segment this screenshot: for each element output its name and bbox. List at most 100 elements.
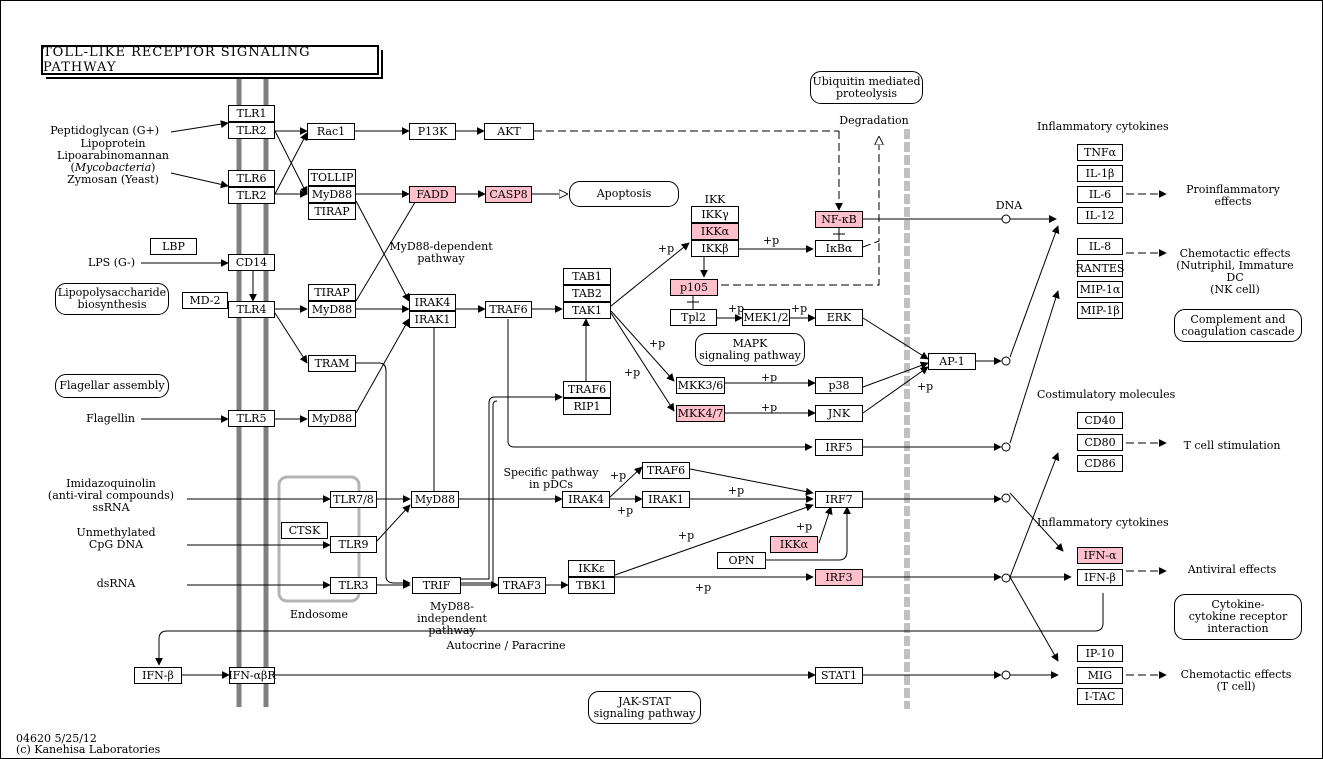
node-p105[interactable]: p105 bbox=[670, 279, 718, 296]
node-tbk1[interactable]: TBK1 bbox=[568, 577, 615, 594]
map-ubiquitin-proteolysis[interactable]: Ubiquitin mediated proteolysis bbox=[810, 71, 923, 104]
node-tnfa[interactable]: TNFα bbox=[1077, 144, 1123, 161]
node-irak1[interactable]: IRAK1 bbox=[409, 311, 456, 328]
node-mig[interactable]: MIG bbox=[1077, 667, 1123, 684]
map-lps-biosynthesis[interactable]: Lipopolysaccharide biosynthesis bbox=[55, 283, 169, 315]
node-tlr5[interactable]: TLR5 bbox=[228, 410, 275, 427]
node-il12[interactable]: IL-12 bbox=[1077, 207, 1123, 224]
node-jnk[interactable]: JNK bbox=[815, 405, 863, 422]
node-erk[interactable]: ERK bbox=[815, 309, 863, 326]
node-traf6[interactable]: TRAF6 bbox=[642, 462, 690, 479]
node-lbp[interactable]: LBP bbox=[150, 238, 197, 255]
node-ap1[interactable]: AP-1 bbox=[928, 353, 976, 370]
label-chemotactic-1: Chemotactic effects (Nutriphil, Immature… bbox=[1176, 247, 1294, 296]
node-il8[interactable]: IL-8 bbox=[1077, 238, 1123, 255]
label-inflammatory-cytokines: Inflammatory cytokines bbox=[1037, 120, 1169, 133]
node-myd88[interactable]: MyD88 bbox=[308, 186, 356, 203]
node-tram[interactable]: TRAM bbox=[308, 355, 356, 372]
node-fadd[interactable]: FADD bbox=[409, 186, 456, 203]
node-myd88[interactable]: MyD88 bbox=[308, 301, 356, 318]
node-cd86[interactable]: CD86 bbox=[1077, 455, 1123, 472]
node-akt[interactable]: AKT bbox=[484, 123, 534, 140]
node-rantes[interactable]: RANTES bbox=[1075, 260, 1125, 277]
node-cd40[interactable]: CD40 bbox=[1077, 412, 1123, 429]
node-mek12[interactable]: MEK1/2 bbox=[742, 309, 790, 326]
label-plus-p: +p bbox=[677, 529, 695, 542]
node-ikke[interactable]: IKKε bbox=[568, 560, 615, 577]
node-tollip[interactable]: TOLLIP bbox=[308, 169, 356, 186]
node-tlr4[interactable]: TLR4 bbox=[228, 301, 275, 318]
node-rac1[interactable]: Rac1 bbox=[307, 123, 355, 140]
label-flagellin: Flagellin bbox=[86, 412, 135, 425]
node-ikka[interactable]: IKKα bbox=[691, 223, 739, 240]
node-il1b[interactable]: IL-1β bbox=[1077, 165, 1123, 182]
map-complement-coagulation[interactable]: Complement and coagulation cascade bbox=[1174, 309, 1302, 342]
label-zymosan: Zymosan (Yeast) bbox=[67, 173, 159, 186]
node-ifnabr[interactable]: IFN-αβR bbox=[228, 667, 276, 684]
node-ikkg[interactable]: IKKγ bbox=[691, 206, 739, 223]
node-ikba[interactable]: IκBα bbox=[815, 240, 863, 257]
node-p38[interactable]: p38 bbox=[815, 377, 863, 394]
node-tirap[interactable]: TIRAP bbox=[308, 284, 356, 301]
node-tlr2[interactable]: TLR2 bbox=[228, 187, 275, 204]
node-tirap[interactable]: TIRAP bbox=[308, 203, 356, 220]
node-nfkb[interactable]: NF-κB bbox=[815, 211, 863, 228]
label-ikk: IKK bbox=[704, 193, 726, 206]
node-tlr1[interactable]: TLR1 bbox=[228, 105, 275, 122]
node-tab1[interactable]: TAB1 bbox=[563, 268, 611, 285]
node-ip10[interactable]: IP-10 bbox=[1077, 645, 1123, 662]
node-ikka[interactable]: IKKα bbox=[770, 536, 818, 553]
node-tpl2[interactable]: Tpl2 bbox=[670, 309, 717, 326]
node-mip1a[interactable]: MIP-1α bbox=[1077, 281, 1123, 298]
node-il6[interactable]: IL-6 bbox=[1077, 186, 1123, 203]
node-tak1[interactable]: TAK1 bbox=[563, 302, 611, 319]
label-plus-p: +p bbox=[795, 520, 813, 533]
node-irf3[interactable]: IRF3 bbox=[815, 569, 863, 586]
node-myd88[interactable]: MyD88 bbox=[308, 410, 356, 427]
node-itac[interactable]: I-TAC bbox=[1077, 688, 1123, 705]
node-mkk36[interactable]: MKK3/6 bbox=[676, 377, 725, 394]
node-tlr9[interactable]: TLR9 bbox=[330, 536, 377, 553]
node-irak4[interactable]: IRAK4 bbox=[409, 294, 456, 311]
label-myd88-dependent: MyD88-dependent pathway bbox=[389, 240, 493, 265]
node-mkk47[interactable]: MKK4/7 bbox=[676, 405, 725, 422]
node-traf6[interactable]: TRAF6 bbox=[563, 381, 611, 398]
node-irak4[interactable]: IRAK4 bbox=[562, 491, 610, 508]
node-cd80[interactable]: CD80 bbox=[1077, 434, 1123, 451]
node-tlr3[interactable]: TLR3 bbox=[330, 577, 377, 594]
node-stat1[interactable]: STAT1 bbox=[815, 667, 863, 684]
node-tlr78[interactable]: TLR7/8 bbox=[330, 491, 377, 508]
node-rip1[interactable]: RIP1 bbox=[563, 398, 611, 415]
node-mip1b[interactable]: MIP-1β bbox=[1077, 302, 1123, 319]
node-tab2[interactable]: TAB2 bbox=[563, 285, 611, 302]
label-costimulatory: Costimulatory molecules bbox=[1037, 388, 1176, 401]
node-trif[interactable]: TRIF bbox=[412, 577, 461, 594]
node-ifnb[interactable]: IFN-β bbox=[1077, 569, 1123, 586]
node-cd14[interactable]: CD14 bbox=[228, 254, 275, 271]
node-tlr6[interactable]: TLR6 bbox=[228, 170, 275, 187]
node-irf7[interactable]: IRF7 bbox=[815, 491, 863, 508]
node-myd88[interactable]: MyD88 bbox=[411, 491, 459, 508]
map-cytokine-receptor[interactable]: Cytokine- cytokine receptor interaction bbox=[1174, 594, 1302, 640]
label-chemotactic-2: Chemotactic effects (T cell) bbox=[1180, 668, 1292, 693]
node-opn[interactable]: OPN bbox=[717, 552, 766, 569]
node-tlr2[interactable]: TLR2 bbox=[228, 122, 275, 139]
node-p13k[interactable]: P13K bbox=[409, 123, 456, 140]
map-apoptosis[interactable]: Apoptosis bbox=[569, 181, 679, 207]
map-mapk-signaling[interactable]: MAPK signaling pathway bbox=[695, 333, 805, 366]
map-flagellar-assembly[interactable]: Flagellar assembly bbox=[55, 374, 169, 398]
node-md2[interactable]: MD-2 bbox=[182, 292, 228, 309]
node-ifnb[interactable]: IFN-β bbox=[134, 667, 182, 684]
node-irak1[interactable]: IRAK1 bbox=[642, 491, 690, 508]
node-traf6[interactable]: TRAF6 bbox=[485, 301, 532, 318]
label-antiviral-compounds: (anti-viral compounds) bbox=[47, 489, 175, 502]
node-ctsk[interactable]: CTSK bbox=[281, 522, 328, 539]
node-ikkb[interactable]: IKKβ bbox=[691, 240, 739, 257]
node-ifna[interactable]: IFN-α bbox=[1077, 547, 1123, 564]
label-dsrna: dsRNA bbox=[96, 577, 136, 590]
node-casp8[interactable]: CASP8 bbox=[485, 186, 532, 203]
page-title: TOLL-LIKE RECEPTOR SIGNALING PATHWAY bbox=[41, 45, 383, 79]
node-traf3[interactable]: TRAF3 bbox=[498, 577, 546, 594]
map-jak-stat[interactable]: JAK-STAT signaling pathway bbox=[588, 691, 701, 724]
node-irf5[interactable]: IRF5 bbox=[815, 439, 863, 456]
